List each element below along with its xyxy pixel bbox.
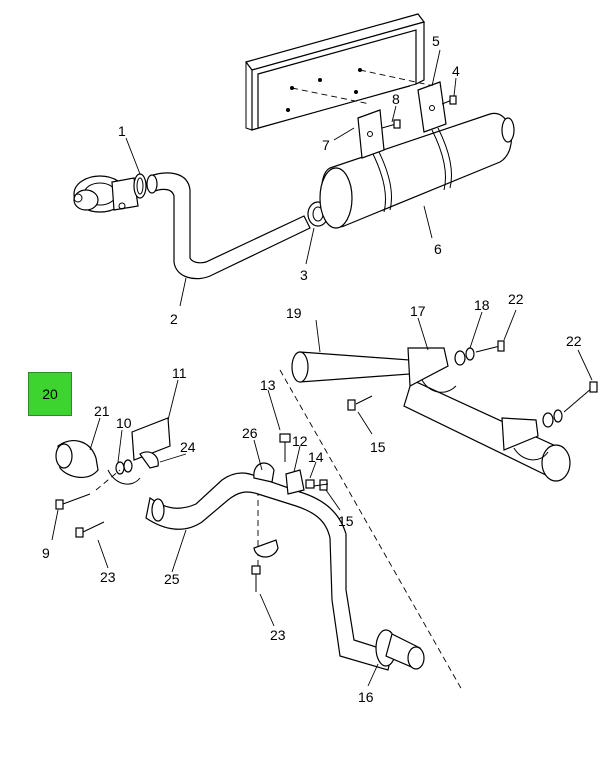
washer-part-10	[115, 459, 133, 475]
bracket-part-12	[285, 469, 305, 495]
bolt-part-8	[381, 119, 401, 129]
callout-1[interactable]: 1	[118, 123, 126, 139]
bolt-part-15-lower	[313, 479, 329, 491]
callout-16[interactable]: 16	[358, 689, 374, 705]
callout-17[interactable]: 17	[410, 303, 426, 319]
exhaust-pipe-part-2	[146, 172, 311, 280]
muffler-bracket-part-7	[357, 109, 385, 159]
clamp-part-16	[375, 629, 425, 670]
callout-3[interactable]: 3	[300, 267, 308, 283]
clamp-part-1	[133, 173, 147, 199]
callout-7[interactable]: 7	[322, 137, 330, 153]
clamp-part-24	[139, 451, 159, 469]
bolt-part-4	[441, 95, 457, 105]
callout-22-right[interactable]: 22	[566, 333, 582, 349]
muffler-bracket-part-5	[417, 81, 447, 133]
bracket-part-11	[107, 417, 171, 485]
callout-18[interactable]: 18	[474, 297, 490, 313]
bracket-part-17	[407, 347, 457, 393]
callout-10[interactable]: 10	[116, 415, 132, 431]
callout-23-lower[interactable]: 23	[270, 627, 286, 643]
bolt-part-23-upper	[75, 521, 105, 538]
callout-4[interactable]: 4	[452, 63, 460, 79]
callout-20-highlight[interactable]: 20	[28, 372, 72, 416]
callout-5[interactable]: 5	[432, 33, 440, 49]
callout-2[interactable]: 2	[170, 311, 178, 327]
callout-12[interactable]: 12	[292, 433, 308, 449]
turbocharger	[73, 175, 139, 213]
stack-pipe	[403, 379, 571, 482]
callout-19[interactable]: 19	[286, 305, 302, 321]
callout-11[interactable]: 11	[172, 365, 187, 381]
callout-15-upper[interactable]: 15	[370, 439, 386, 455]
callout-6[interactable]: 6	[434, 241, 442, 257]
bolt-part-9	[55, 493, 91, 510]
frame-rail-bracket	[244, 13, 435, 131]
callout-9[interactable]: 9	[42, 545, 50, 561]
callout-24[interactable]: 24	[180, 439, 196, 455]
callout-25[interactable]: 25	[164, 571, 180, 587]
callout-22-upper[interactable]: 22	[508, 291, 524, 307]
washer-part-18	[454, 347, 563, 428]
muffler-part-6	[319, 112, 515, 229]
callout-23-left[interactable]: 23	[100, 569, 116, 585]
callout-21[interactable]: 21	[94, 403, 110, 419]
bolt-part-13	[279, 433, 291, 462]
callout-26[interactable]: 26	[242, 425, 258, 441]
callout-14[interactable]: 14	[308, 449, 324, 465]
elbow-part-21	[55, 440, 99, 478]
bolt-part-15-upper	[347, 395, 373, 411]
callout-15-lower[interactable]: 15	[338, 513, 354, 529]
clamp-part-26	[253, 462, 279, 558]
tail-pipe-part-19	[291, 351, 411, 383]
bolt-part-23-lower	[251, 565, 261, 592]
bolt-part-22	[475, 340, 598, 413]
callout-8[interactable]: 8	[392, 91, 400, 107]
bracket-part-17-lower	[501, 417, 549, 461]
callout-13[interactable]: 13	[260, 377, 276, 393]
nut-part-14	[305, 479, 315, 489]
